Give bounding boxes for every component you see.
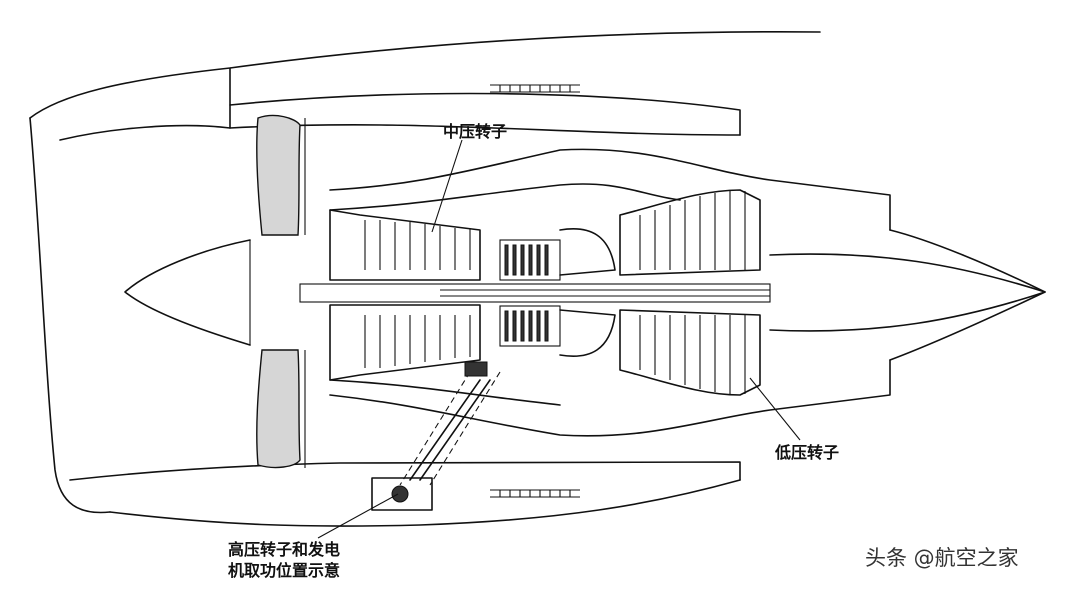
label-ip-rotor: 中压转子 (443, 122, 508, 141)
bypass-vanes-bottom (490, 489, 580, 498)
label-hp-rotor-line1: 高压转子和发电 (228, 540, 341, 559)
turbine-lower (619, 309, 761, 396)
bypass-vanes-top (490, 84, 580, 93)
nacelle-inlet (29, 117, 111, 514)
label-lp-rotor: 低压转子 (775, 443, 840, 462)
nacelle-bottom (69, 461, 741, 481)
central-shaft (299, 283, 771, 303)
watermark: 头条 @航空之家 (865, 546, 1019, 570)
ip-compressor-lower (329, 304, 481, 381)
ip-compressor-upper (329, 209, 481, 281)
nacelle-top-inner (229, 67, 741, 136)
turbine-upper (619, 189, 761, 276)
inlet-inner-wall (59, 124, 231, 141)
hp-compressor (499, 239, 561, 347)
fan-blade-lower (256, 349, 301, 469)
radial-drive-shaft (409, 379, 491, 481)
core-cowl-bottom-inner (329, 379, 561, 406)
exhaust-plug (769, 253, 1046, 332)
leader-hp-rotor (317, 493, 399, 539)
combustor-lower (559, 309, 616, 357)
accessory-gearbox (371, 477, 433, 511)
leader-ip-rotor (431, 139, 463, 233)
fan-blade-upper (256, 114, 301, 236)
exhaust-nozzle (889, 229, 1046, 361)
core-cowl-bottom (329, 359, 891, 437)
label-hp-rotor-line2: 机取功位置示意 (228, 561, 341, 580)
nacelle-bottom-outer (109, 479, 741, 527)
core-cowl-top (329, 148, 891, 231)
spinner (124, 239, 251, 346)
nacelle-top (29, 31, 821, 119)
leader-lp-rotor (749, 377, 801, 441)
core-cowl-top-inner (329, 183, 681, 211)
combustor-upper (559, 228, 616, 276)
